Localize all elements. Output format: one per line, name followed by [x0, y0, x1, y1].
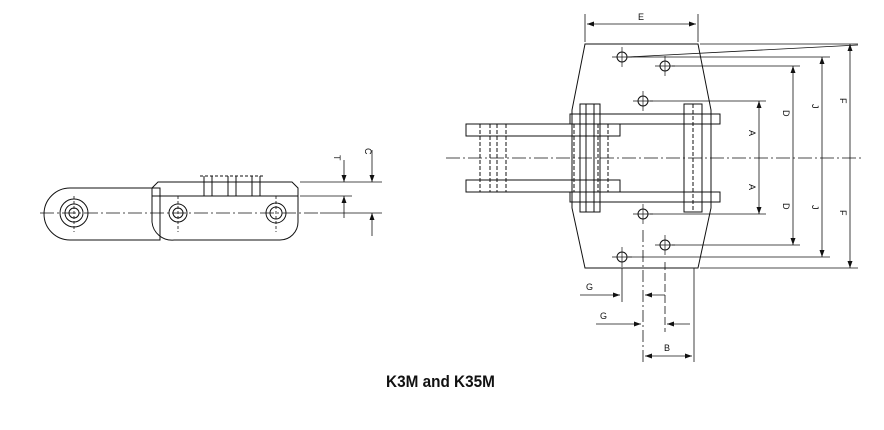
label-d-top: D [781, 110, 791, 117]
label-g-upper: G [586, 282, 593, 292]
dimension-c [320, 150, 382, 236]
side-view-link-outline [43, 181, 299, 241]
figure-caption-text: K3M and K35M [385, 372, 495, 391]
label-f-top: F [838, 98, 848, 104]
label-a-top: A [747, 130, 757, 136]
label-j-bottom: J [810, 205, 820, 210]
mounting-hole-2 [655, 56, 675, 76]
label-c: C [363, 148, 373, 155]
label-t: T [332, 155, 342, 161]
attachment-plate [571, 43, 712, 269]
label-j-top: J [810, 104, 820, 109]
figure-caption: K3M and K35M [0, 372, 882, 392]
label-d-bottom: D [781, 203, 791, 210]
plan-view [446, 14, 862, 362]
side-view-attachment-pins [200, 175, 264, 196]
label-a-bottom: A [747, 184, 757, 190]
label-g-lower: G [600, 311, 607, 321]
mounting-hole-3 [633, 91, 653, 111]
extension-lines [627, 43, 859, 269]
mounting-hole-4 [633, 204, 653, 224]
dimension-t [300, 160, 352, 218]
side-view [40, 150, 382, 241]
label-b: B [664, 343, 670, 353]
label-e: E [638, 12, 644, 22]
dimension-e [584, 14, 699, 42]
mounting-hole-5 [655, 235, 675, 255]
label-f-bottom: F [838, 210, 848, 216]
